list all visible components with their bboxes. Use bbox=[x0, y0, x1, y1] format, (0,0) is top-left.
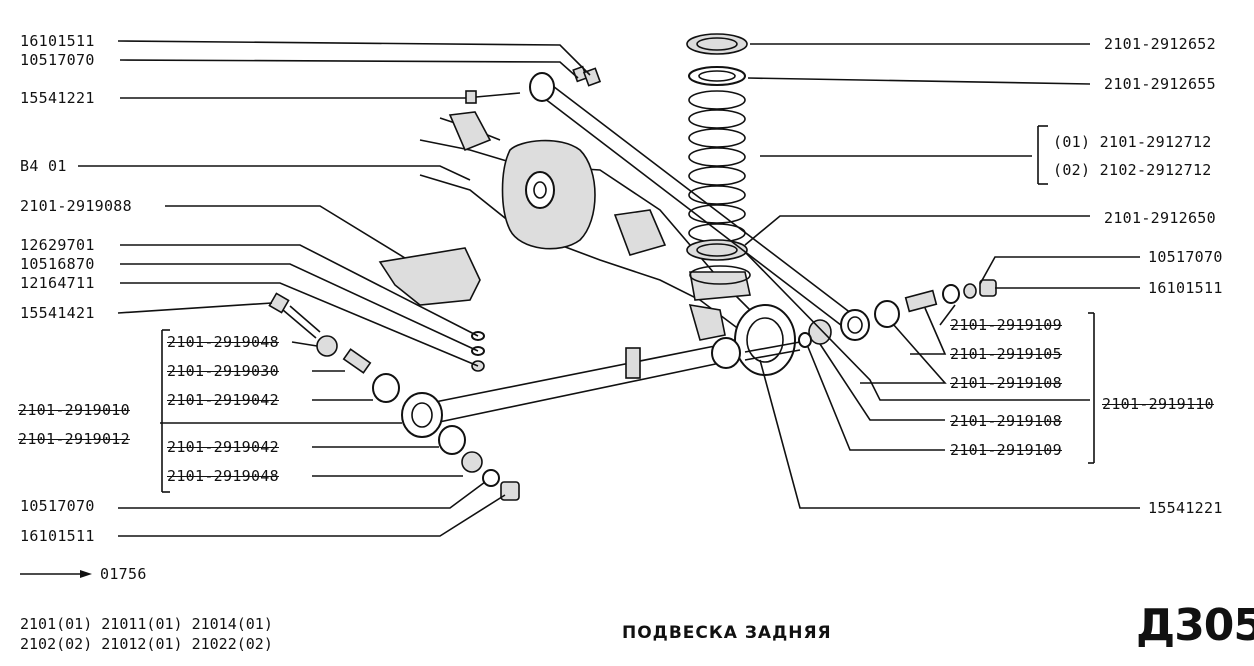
lower-link-rod bbox=[268, 247, 741, 501]
part-label: 2101-2919030 bbox=[167, 362, 279, 380]
part-label: 10517070 bbox=[1148, 248, 1223, 266]
spring-coil bbox=[688, 185, 746, 205]
part-label: 2101-2919010 bbox=[18, 401, 130, 419]
part-label: 16101511 bbox=[1148, 279, 1223, 297]
part-label: 2101-2912650 bbox=[1104, 209, 1216, 227]
model-list-line-2: 2102(02) 21012(01) 21022(02) bbox=[20, 635, 273, 653]
coil-spring-assembly bbox=[686, 33, 751, 301]
part-label: 15541221 bbox=[1148, 499, 1223, 517]
page-code: Д305 bbox=[1136, 600, 1254, 651]
part-label: 2101-2919108 bbox=[950, 374, 1062, 392]
spring-coil bbox=[688, 90, 746, 110]
part-label: 2101-2919108 bbox=[950, 412, 1062, 430]
part-label: 2101-2919048 bbox=[167, 333, 279, 351]
part-label: 16101511 bbox=[20, 527, 95, 545]
part-label: (02) 2102-2912712 bbox=[1053, 161, 1212, 179]
part-label: 2101-2919109 bbox=[950, 316, 1062, 334]
part-label: 15541421 bbox=[20, 304, 95, 322]
model-list-line-1: 2101(01) 21011(01) 21014(01) bbox=[20, 615, 273, 633]
spring-coil bbox=[688, 166, 746, 186]
spring-coil bbox=[688, 128, 746, 148]
upper-link-rod bbox=[465, 65, 870, 341]
part-label: 2101-2919105 bbox=[950, 345, 1062, 363]
part-label: 2101-2919110 bbox=[1102, 395, 1214, 413]
part-label: 2101-2912652 bbox=[1104, 35, 1216, 53]
page-title: ПОДВЕСКА ЗАДНЯЯ bbox=[622, 623, 832, 643]
part-label: 10517070 bbox=[20, 497, 95, 515]
part-label: 16101511 bbox=[20, 32, 95, 50]
spring-coil bbox=[688, 204, 746, 224]
part-label: 10517070 bbox=[20, 51, 95, 69]
reference-number: 01756 bbox=[100, 565, 147, 583]
spring-coil bbox=[688, 109, 746, 129]
part-label: 12164711 bbox=[20, 274, 95, 292]
part-label: 2101-2919109 bbox=[950, 441, 1062, 459]
leader-lines bbox=[20, 40, 1140, 578]
right-bushing-set bbox=[744, 279, 997, 361]
part-label: 2101-2919042 bbox=[167, 438, 279, 456]
part-label: 2101-2919048 bbox=[167, 467, 279, 485]
part-label: 2101-2919088 bbox=[20, 197, 132, 215]
part-label: В4 01 bbox=[20, 157, 67, 175]
part-label: 2101-2919012 bbox=[18, 430, 130, 448]
spring-coil bbox=[688, 147, 746, 167]
rear-axle-beam bbox=[419, 111, 796, 376]
part-label: 12629701 bbox=[20, 236, 95, 254]
part-label: 15541221 bbox=[20, 89, 95, 107]
part-label: (01) 2101-2912712 bbox=[1053, 133, 1212, 151]
part-label: 10516870 bbox=[20, 255, 95, 273]
part-label: 2101-2919042 bbox=[167, 391, 279, 409]
part-label: 2101-2912655 bbox=[1104, 75, 1216, 93]
